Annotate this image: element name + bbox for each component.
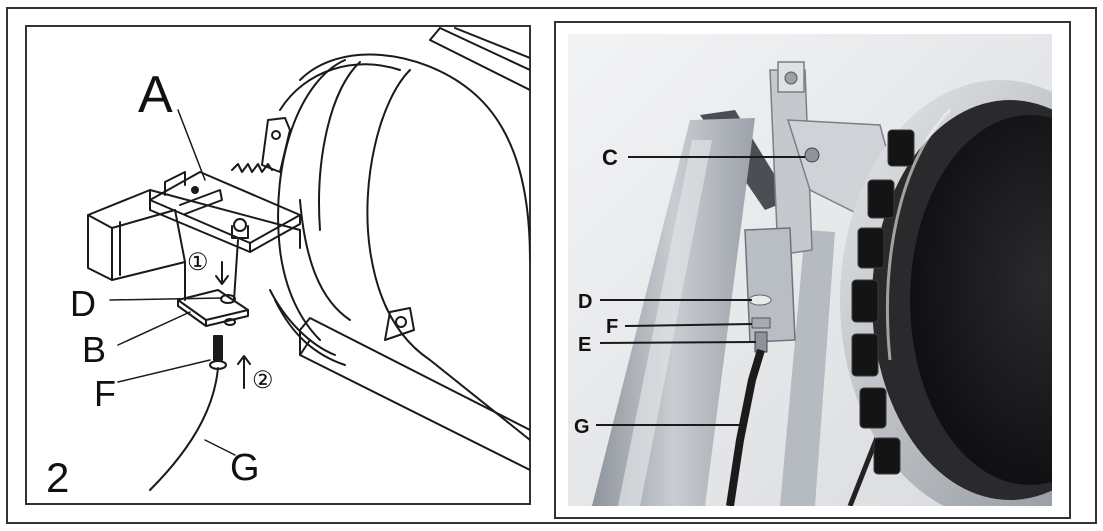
- photo-label-g: G: [574, 416, 590, 438]
- photo-label-f: F: [606, 316, 618, 338]
- photo-bolt-e: [754, 331, 768, 353]
- step2-marker: ②: [252, 367, 274, 394]
- bracket-c-bolt: [804, 147, 820, 163]
- drawing-panel: A D B F G ① ② 2: [25, 25, 531, 505]
- leader-d: [109, 297, 223, 301]
- label-f: F: [94, 373, 116, 414]
- lower-rail-top: [299, 317, 530, 431]
- washer-d: [220, 294, 236, 304]
- photo-label-d: D: [578, 291, 592, 313]
- step1-arrow: [215, 261, 229, 285]
- wheel-face: [910, 115, 1052, 485]
- photo-label-e: E: [578, 334, 591, 356]
- outer-border: [6, 7, 1097, 524]
- leader-f: [117, 359, 211, 383]
- spring: [231, 163, 273, 173]
- cable-upper: [233, 239, 239, 301]
- frame-front-block: [111, 209, 186, 281]
- bracket-bolt: [191, 186, 199, 194]
- photo-cable-g: [726, 348, 765, 506]
- pin-top: [231, 225, 249, 239]
- lower-rail-end: [299, 339, 311, 356]
- step2-arrow: [237, 355, 251, 389]
- step1-marker: ①: [187, 249, 209, 276]
- photo-label-c: C: [602, 145, 618, 170]
- label-g: G: [230, 447, 260, 489]
- top-tab: [261, 117, 291, 173]
- bracket-plate-a-side: [149, 199, 251, 253]
- roller-outer-arc: [299, 53, 530, 261]
- step-number: 2: [46, 454, 69, 501]
- photo-panel: C D F E G: [554, 21, 1071, 519]
- photo-leader-f: [624, 323, 753, 327]
- leader-a: [177, 109, 206, 181]
- frame-top: [87, 189, 301, 249]
- plate-b-edge: [177, 299, 207, 327]
- bracket-slot: [179, 189, 223, 215]
- roller-lower-curve-2: [274, 299, 346, 366]
- photo-washer-d: [748, 294, 772, 306]
- photo-nut-f: [751, 317, 771, 329]
- lower-bracket: [744, 227, 796, 343]
- bracket-hole: [233, 218, 247, 232]
- roller-lower-curve: [269, 289, 336, 356]
- secondary-rail: [780, 230, 835, 506]
- rail-tab: [384, 307, 415, 341]
- drawing-panel-border: [25, 25, 531, 505]
- leader-b: [117, 311, 191, 346]
- roller-top-arc: [279, 63, 401, 111]
- label-d: D: [70, 283, 96, 324]
- roller-face-inner: [366, 69, 530, 441]
- wheel-treads: [851, 129, 915, 475]
- roller-inner-curve: [299, 199, 351, 321]
- plate-b-edge-2: [205, 309, 249, 327]
- bracket-raised-tab: [164, 171, 186, 196]
- cable-g: [149, 367, 219, 491]
- main-rail-highlight: [618, 140, 712, 506]
- bracket-plate-a-side-2: [249, 214, 301, 253]
- upper-rail: [429, 27, 530, 91]
- roller-face-edge: [318, 61, 361, 231]
- label-a: A: [138, 66, 173, 124]
- bolt-f: [213, 335, 223, 361]
- wheel-highlight: [886, 108, 952, 361]
- rail-tab-hole: [395, 316, 407, 328]
- nut-below-plate: [224, 318, 236, 326]
- top-tab-hole: [271, 130, 281, 140]
- label-b: B: [82, 329, 106, 370]
- leader-g: [204, 439, 236, 456]
- photo-leader-e: [599, 341, 757, 344]
- bracket-top-bolt: [784, 71, 798, 85]
